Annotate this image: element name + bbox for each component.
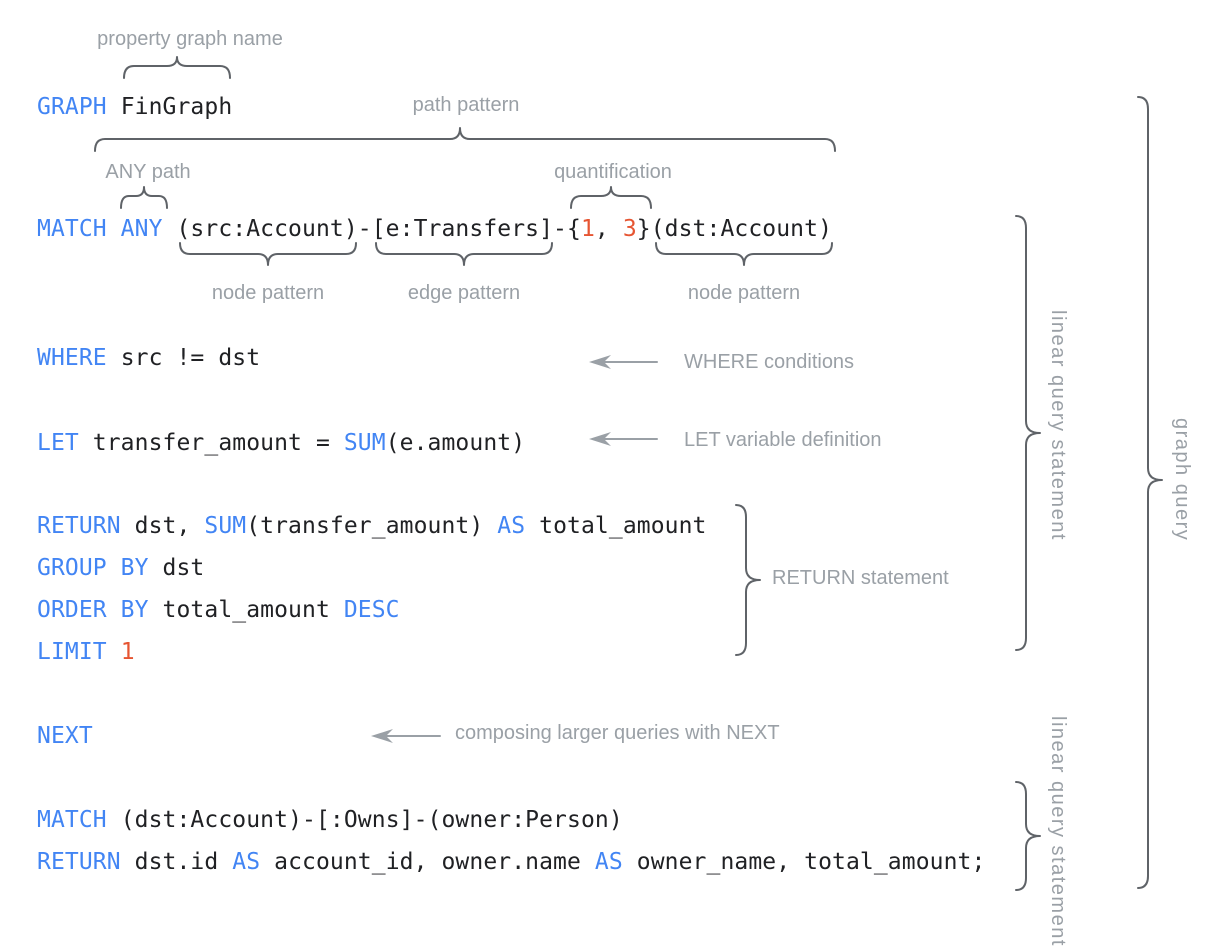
annotation-graph-query: graph query — [1171, 418, 1193, 542]
brace-node-pattern-left — [179, 242, 357, 266]
code-token-kw: GRAPH — [37, 94, 107, 120]
code-token-pl: FinGraph — [106, 94, 233, 120]
code-token-num: 1 — [580, 216, 595, 242]
brace-path-pattern — [94, 127, 836, 152]
code-token-pl: (transfer_amount) — [246, 513, 498, 539]
code-line-limit-clause: LIMIT 1 — [37, 637, 135, 667]
code-line-group-by-clause: GROUP BY dst — [37, 553, 204, 583]
brace-edge-pattern — [375, 242, 553, 266]
code-token-pl — [107, 639, 121, 665]
code-token-pl: total_amount — [148, 597, 344, 623]
code-token-pl: }(dst:Account) — [636, 216, 833, 242]
brace-return-statement — [735, 504, 761, 656]
annotation-edge-pattern: edge pattern — [407, 282, 521, 304]
annotation-linear-query-statement-bottom: linear query statement — [1047, 716, 1069, 947]
code-token-pl: account_id, owner.name — [260, 849, 595, 875]
code-token-pl: (e.amount) — [385, 430, 526, 456]
code-line-match-any-path-pattern: MATCH ANY (src:Account)-[e:Transfers]-{1… — [37, 214, 832, 244]
code-token-kw: AS — [497, 513, 526, 539]
code-token-kw: SUM — [343, 430, 386, 456]
annotation-node-pattern-left: node pattern — [211, 282, 325, 304]
code-token-kw: GROUP BY — [37, 555, 149, 581]
annotation-linear-query-statement-top: linear query statement — [1047, 310, 1069, 541]
code-token-pl: transfer_amount = — [78, 430, 344, 456]
code-line-let-clause: LET transfer_amount = SUM(e.amount) — [37, 428, 525, 458]
code-token-kw: ORDER BY — [37, 597, 149, 623]
annotation-where-conditions: WHERE conditions — [684, 351, 855, 373]
code-token-kw: LET — [37, 430, 79, 456]
annotation-any-path: ANY path — [105, 161, 191, 183]
code-token-pl: (dst:Account)-[:Owns]-(owner:Person) — [106, 807, 623, 833]
code-token-kw: SUM — [204, 513, 247, 539]
code-token-pl: total_amount — [525, 513, 707, 539]
code-token-kw: AS — [232, 849, 261, 875]
code-token-kw: MATCH ANY — [37, 216, 163, 242]
code-token-kw: LIMIT — [37, 639, 107, 665]
annotation-property-graph-name: property graph name — [97, 28, 283, 50]
code-token-kw: MATCH — [37, 807, 107, 833]
code-line-where-clause: WHERE src != dst — [37, 343, 260, 373]
code-token-pl: owner_name, total_amount; — [622, 849, 986, 875]
code-token-pl: dst.id — [120, 849, 233, 875]
code-token-kw: NEXT — [37, 723, 93, 749]
code-line-match-owns-pattern: MATCH (dst:Account)-[:Owns]-(owner:Perso… — [37, 805, 623, 835]
code-token-kw: DESC — [343, 597, 400, 623]
annotation-composing-with-next: composing larger queries with NEXT — [455, 722, 780, 744]
brace-linear-query-statement-top — [1015, 215, 1041, 651]
code-token-pl: dst, — [120, 513, 205, 539]
annotation-path-pattern: path pattern — [412, 94, 520, 116]
brace-quantification — [570, 186, 652, 209]
annotation-quantification: quantification — [554, 161, 672, 183]
code-token-num: 1 — [120, 639, 135, 665]
code-line-order-by-clause: ORDER BY total_amount DESC — [37, 595, 400, 625]
code-token-pl: dst — [148, 555, 205, 581]
annotation-node-pattern-right: node pattern — [687, 282, 801, 304]
code-token-num: 3 — [622, 216, 637, 242]
next-left-arrow-icon — [371, 729, 441, 743]
code-token-kw: RETURN — [37, 849, 121, 875]
code-token-pl: (src:Account)-[e:Transfers]-{ — [162, 216, 581, 242]
code-token-kw: RETURN — [37, 513, 121, 539]
brace-property-graph-name — [123, 56, 231, 79]
code-token-pl: src != dst — [106, 345, 261, 371]
let-left-arrow-icon — [589, 432, 658, 446]
code-line-next-keyword: NEXT — [37, 721, 93, 751]
brace-any-path — [120, 186, 168, 209]
brace-graph-query — [1137, 96, 1163, 889]
brace-linear-query-statement-bottom — [1015, 781, 1041, 891]
annotation-let-variable-definition: LET variable definition — [684, 429, 882, 451]
annotation-return-statement: RETURN statement — [772, 567, 949, 589]
brace-node-pattern-right — [655, 242, 833, 266]
code-line-return-clause: RETURN dst, SUM(transfer_amount) AS tota… — [37, 511, 707, 541]
code-token-pl: , — [594, 216, 623, 242]
code-token-kw: WHERE — [37, 345, 107, 371]
code-line-graph-declaration: GRAPH FinGraph — [37, 92, 232, 122]
code-token-kw: AS — [594, 849, 623, 875]
code-line-final-return-clause: RETURN dst.id AS account_id, owner.name … — [37, 847, 985, 877]
where-left-arrow-icon — [589, 355, 658, 369]
